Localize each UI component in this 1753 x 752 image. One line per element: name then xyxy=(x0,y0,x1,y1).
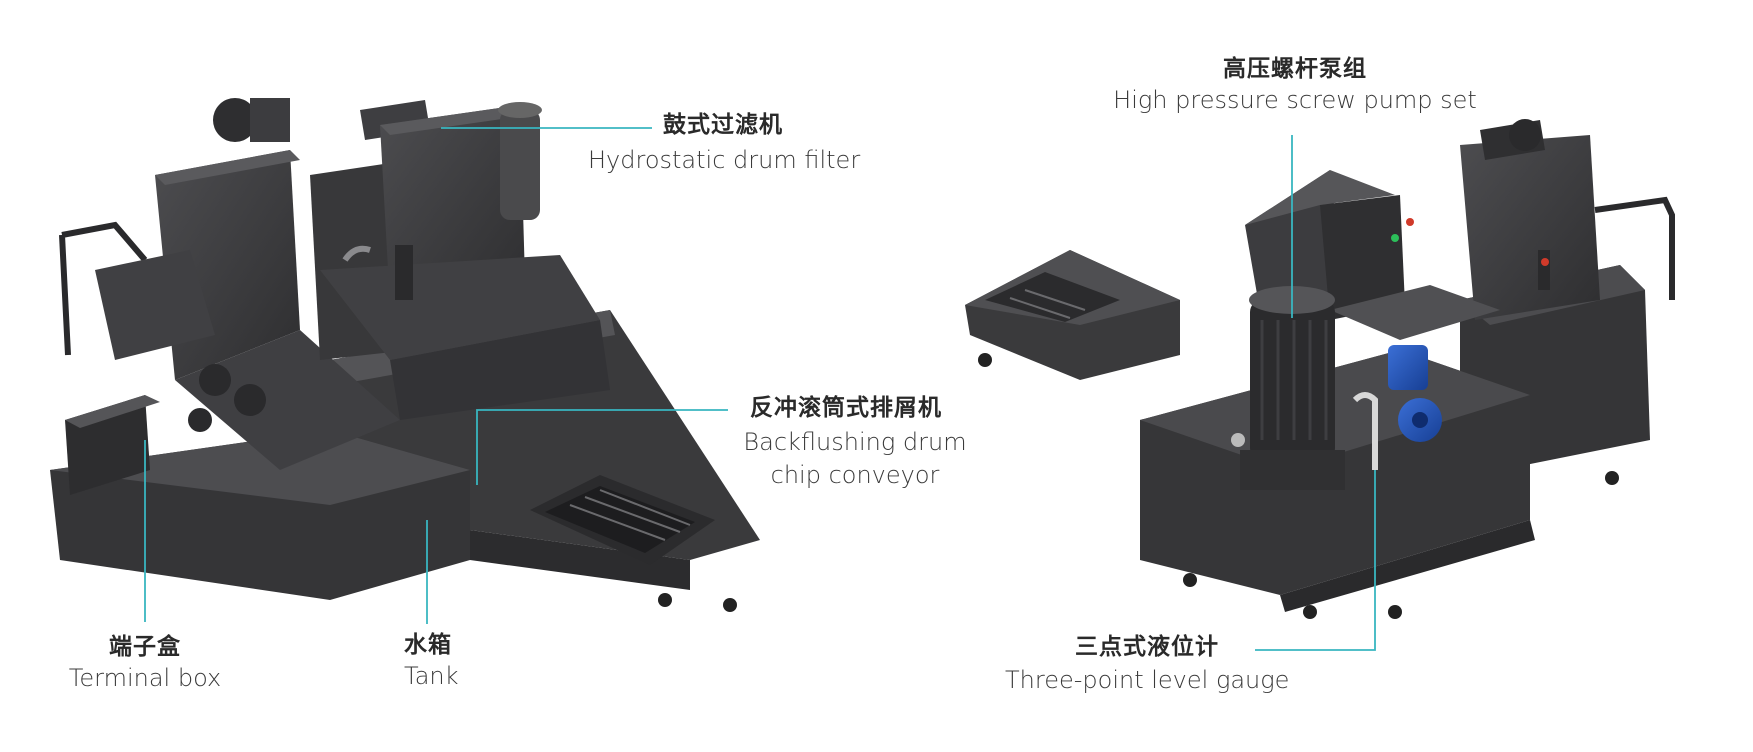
level-gauge-label-en: Three-point level gauge xyxy=(1005,666,1290,694)
level-gauge-label-zh: 三点式液位计 xyxy=(1075,634,1219,660)
drum-filter-label-zh: 鼓式过滤机 xyxy=(663,112,783,138)
terminal-box-label-en: Terminal box xyxy=(68,663,222,692)
pump-set-label-zh: 高压螺杆泵组 xyxy=(1223,56,1367,82)
leader-chip-conveyor xyxy=(476,409,728,485)
leader-lines xyxy=(144,127,1376,651)
chip-conveyor-label-zh: 反冲滚筒式排屑机 xyxy=(750,395,942,421)
callout-level-gauge-en: Three-point level gauge xyxy=(1005,666,1289,695)
callout-chip-conveyor: 反冲滚筒式排屑机 xyxy=(750,395,942,423)
right-machine-illustration xyxy=(965,119,1675,619)
callout-terminal-box: 端子盒 Terminal box xyxy=(60,634,230,692)
tank-label-zh: 水箱 xyxy=(404,632,452,658)
callout-level-gauge: 三点式液位计 xyxy=(1075,634,1219,662)
chip-conveyor-label-en-line1: Backflushing drum xyxy=(743,428,967,456)
callout-chip-conveyor-en: Backflushing drum chip conveyor xyxy=(730,428,980,490)
callout-drum-filter: 鼓式过滤机 xyxy=(663,112,783,140)
tank-label-en: Tank xyxy=(404,661,459,690)
callout-drum-filter-en: Hydrostatic drum filter xyxy=(588,146,860,175)
left-machine-illustration xyxy=(50,98,760,612)
pump-set-label-en: High pressure screw pump set xyxy=(1113,85,1477,114)
callout-pump-set: 高压螺杆泵组 High pressure screw pump set xyxy=(1100,56,1490,114)
leader-level-gauge xyxy=(1255,470,1376,651)
callout-tank: 水箱 Tank xyxy=(404,632,459,690)
drum-filter-label-en: Hydrostatic drum filter xyxy=(588,146,861,174)
chip-conveyor-label-en-line2: chip conveyor xyxy=(770,460,940,489)
terminal-box-label-zh: 端子盒 xyxy=(109,634,181,660)
